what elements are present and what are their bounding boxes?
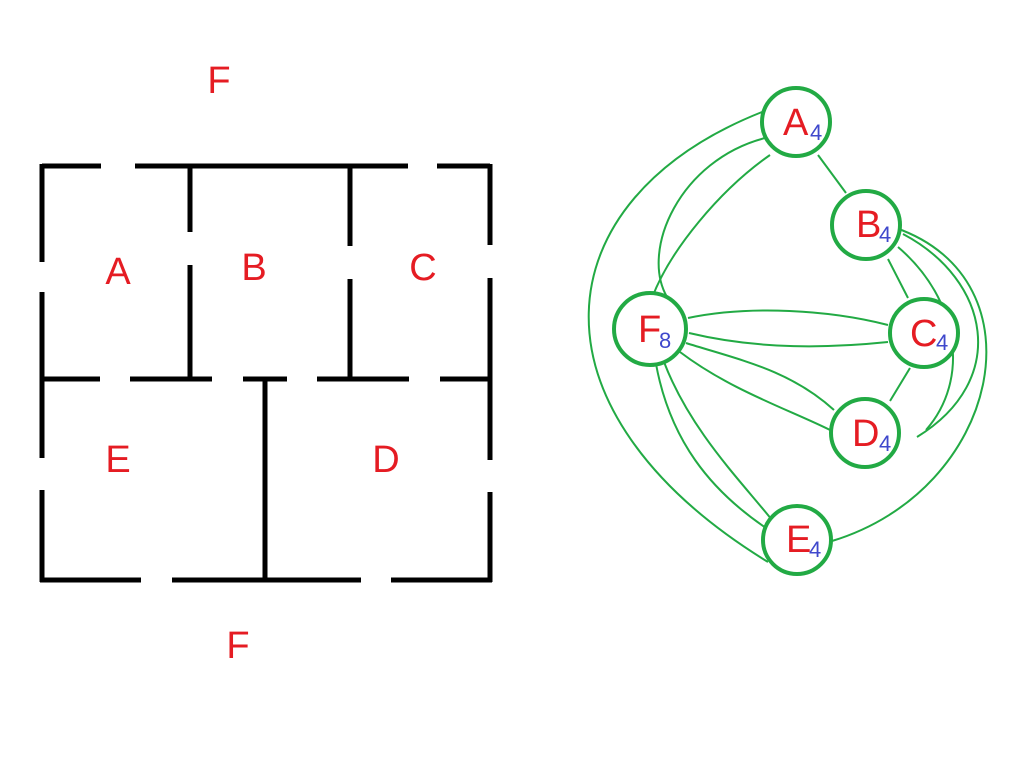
room-label-a: A	[105, 251, 131, 293]
edge-a-f-3	[587, 111, 769, 563]
graph-edges	[587, 111, 988, 563]
floor-plan	[39, 163, 493, 583]
edge-b-d-1	[902, 233, 980, 438]
graph-node-b-circle	[830, 189, 902, 261]
edge-b-c	[887, 258, 909, 299]
outside-top-label: F	[207, 60, 230, 102]
edge-f-e-1	[663, 361, 773, 521]
graph-node-d-degree: 4	[879, 431, 891, 456]
edge-c-d	[889, 367, 911, 402]
graph-node-a-circle	[760, 86, 832, 158]
graph-node-c-degree: 4	[936, 330, 948, 355]
room-label-b: B	[241, 247, 266, 289]
graph-node-e-label: E	[786, 519, 811, 561]
graph-node-a-degree: 4	[810, 120, 822, 145]
graph-node-a-label: A	[783, 102, 809, 144]
graph-node-c-label: C	[910, 313, 937, 355]
graph-node-c: C 4	[888, 297, 960, 369]
room-label-d: D	[372, 439, 399, 481]
graph-node-f-label: F	[638, 309, 661, 351]
edge-f-d-2	[679, 351, 831, 431]
room-label-c: C	[409, 247, 436, 289]
graph-node-f-degree: 8	[659, 328, 671, 353]
room-label-e: E	[105, 439, 130, 481]
graph-node-b-degree: 4	[879, 222, 891, 247]
graph-node-b-label: B	[856, 204, 881, 246]
outside-bottom-label: F	[226, 625, 249, 667]
graph-node-b: B 4	[830, 189, 902, 261]
floor-plan-labels: F A B C E D F	[105, 60, 436, 667]
edge-a-f-1	[651, 154, 771, 299]
graph-node-c-circle	[888, 297, 960, 369]
graph-node-d-label: D	[852, 413, 879, 455]
graph-node-f-circle	[612, 291, 688, 367]
edge-f-e-2	[655, 363, 767, 529]
graph-node-a: A 4	[760, 86, 832, 158]
graph-node-e: E 4	[761, 504, 833, 576]
graph-nodes: A 4 B 4 C 4 D 4 E 4 F 8	[612, 86, 960, 576]
edge-e-d-1	[831, 227, 988, 542]
graph-node-f: F 8	[612, 291, 688, 367]
edge-f-c-2	[688, 332, 889, 348]
edge-a-b	[817, 154, 847, 194]
graph-node-d: D 4	[829, 397, 901, 469]
graph-node-e-degree: 4	[809, 537, 821, 562]
graph-node-d-circle	[829, 397, 901, 469]
edge-f-c-1	[687, 309, 889, 326]
graph-node-e-circle	[761, 504, 833, 576]
edge-a-f-2	[657, 137, 766, 298]
edge-f-d-1	[685, 342, 835, 411]
